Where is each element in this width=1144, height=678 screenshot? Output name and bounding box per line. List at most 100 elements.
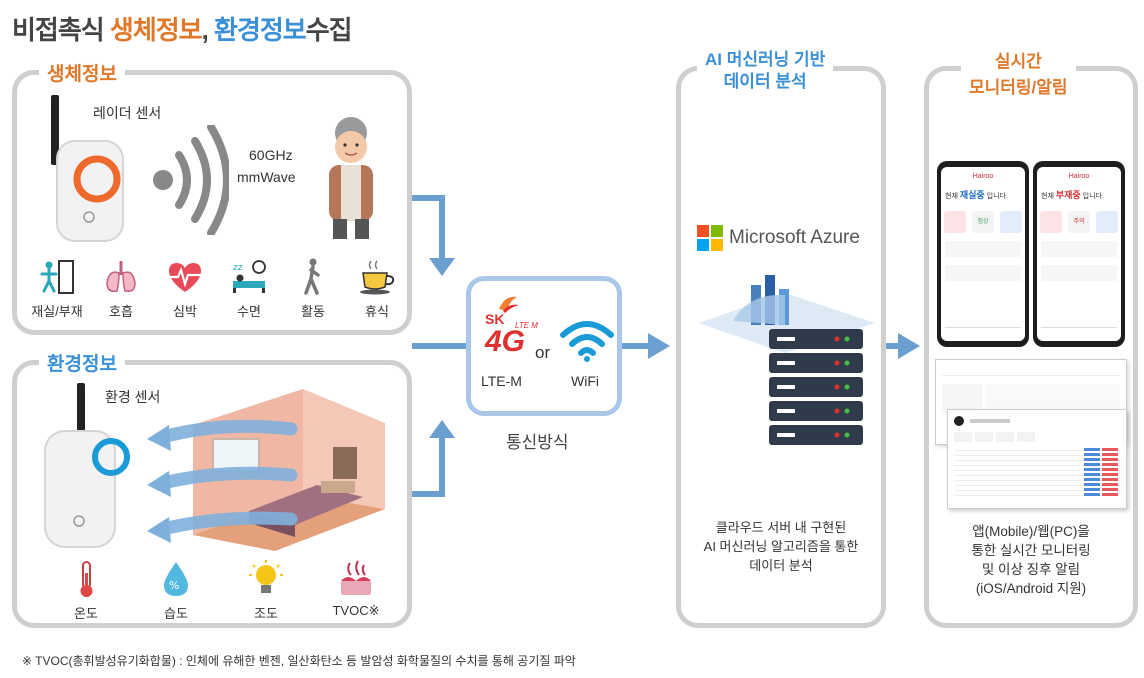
title-part1: 비접촉식	[12, 15, 110, 45]
radar-sensor-label: 레이더 센서	[93, 105, 162, 121]
env-panel-label: 환경정보	[39, 349, 125, 376]
mon-title-line1: 실시간	[994, 52, 1042, 71]
bio-label-presence: 재실/부재	[31, 304, 83, 319]
bio-item-heart: 심박	[153, 257, 217, 320]
bio-label-sleep: 수면	[237, 304, 261, 319]
radar-frequency: 60GHz	[249, 147, 293, 163]
lungs-icon	[106, 261, 136, 293]
env-label-temp: 온도	[74, 606, 98, 621]
ai-panel-title: AI 머신러닝 기반 데이터 분석	[697, 49, 834, 93]
env-item-humidity: % 습도	[131, 559, 221, 622]
mon-title-line2: 모니터링/알림	[969, 78, 1068, 97]
lte-m-superscript: LTE M	[515, 321, 538, 330]
env-sensor-label: 환경 센서	[105, 389, 161, 405]
microsoft-logo-icon	[697, 225, 723, 251]
env-item-temp: 온도	[41, 559, 131, 622]
env-icon-row: 온도 % 습도 조도 TVOC※	[41, 559, 401, 622]
bio-label-rest: 휴식	[365, 304, 389, 319]
wifi-label: WiFi	[571, 373, 599, 389]
4g-text: 4G	[485, 325, 526, 358]
thermometer-icon	[80, 561, 93, 597]
ai-desc-line1: 클라우드 서버 내 구현된	[715, 520, 847, 535]
web-dashboard-2	[947, 409, 1127, 509]
page-title: 비접촉식 생체정보, 환경정보수집	[12, 10, 353, 47]
bio-label-breath: 호흡	[109, 304, 133, 319]
ai-title-line1: AI 머신러닝 기반	[705, 50, 826, 69]
azure-label: Microsoft Azure	[729, 227, 860, 248]
ai-desc-line2: AI 머신러닝 알고리즘을 통한	[703, 538, 859, 554]
door-person-icon	[40, 260, 74, 294]
bio-label-activity: 활동	[301, 304, 325, 319]
arrow-right-icon	[648, 333, 670, 359]
phone1-status: 현재 재실중 입니다.	[945, 190, 1008, 200]
bio-panel: 생체정보 레이더 센서 60GHz mmWave 재실/부재	[12, 59, 412, 335]
ai-title-line2: 데이터 분석	[723, 72, 807, 91]
ai-description: 클라우드 서버 내 구현된 AI 머신러닝 알고리즘을 통한 데이터 분석	[681, 519, 881, 576]
connector-env	[412, 432, 445, 497]
phone2-value: 주의	[1068, 211, 1090, 233]
env-sensor-device	[44, 383, 130, 548]
svg-text:zz: zz	[233, 263, 243, 273]
mon-desc-line2: 통한 실시간 모니터링	[971, 542, 1091, 558]
phone2-status: 현재 부재중 입니다.	[1041, 190, 1104, 200]
env-label-light: 조도	[254, 606, 278, 621]
wifi-icon	[560, 321, 614, 362]
sleep-icon: zz	[233, 260, 266, 293]
title-env: 환경정보	[214, 15, 307, 45]
radar-wave-type: mmWave	[237, 169, 296, 185]
phone2-cards: 주의	[1037, 211, 1121, 233]
monitoring-panel: 실시간 모니터링/알림 Hairoo 현재 재실중 입니다. 정상 Hairoo	[924, 49, 1138, 628]
ai-panel: AI 머신러닝 기반 데이터 분석 Microsoft Azure	[676, 49, 886, 628]
ai-desc-line3: 데이터 분석	[749, 557, 813, 573]
bio-item-activity: 활동	[281, 257, 345, 320]
phone2-app-name: Hairoo	[1068, 173, 1090, 180]
mon-desc-line1: 앱(Mobile)/웹(PC)을	[972, 524, 1090, 539]
radar-wave-icon	[153, 125, 229, 235]
air-flow-arrows	[147, 419, 298, 543]
env-label-tvoc: TVOC※	[332, 603, 380, 618]
radar-sensor-device	[51, 95, 124, 242]
bio-label-heart: 심박	[173, 304, 197, 319]
monitoring-panel-title: 실시간 모니터링/알림	[961, 49, 1076, 101]
server-rack	[769, 329, 863, 445]
bio-panel-label: 생체정보	[39, 59, 125, 86]
mon-desc-line4: (iOS/Android 지원)	[975, 580, 1087, 596]
monitoring-description: 앱(Mobile)/웹(PC)을 통한 실시간 모니터링 및 이상 징후 알림 …	[929, 523, 1133, 599]
comm-box: SK 4G LTE M or LTE-M WiFi	[466, 276, 622, 416]
or-text: or	[535, 343, 551, 362]
env-item-light: 조도	[221, 559, 311, 622]
arrow-down-icon	[429, 258, 455, 276]
heartbeat-icon	[169, 263, 201, 292]
title-comma: ,	[201, 15, 215, 45]
title-bio: 생체정보	[109, 15, 203, 45]
walking-icon	[304, 258, 320, 295]
cloud-server-illustration	[699, 275, 875, 445]
phone-mockup-1: Hairoo 현재 재실중 입니다. 정상	[937, 161, 1029, 347]
phone1-value: 정상	[972, 211, 994, 233]
bio-icon-row: 재실/부재 호흡 심박 zz	[25, 257, 409, 320]
lightbulb-icon	[249, 560, 283, 593]
sk-logo-text: SK	[485, 311, 505, 327]
sk-butterfly-icon	[499, 296, 519, 313]
phone1-app-name: Hairoo	[972, 173, 994, 180]
title-part2: 수집	[305, 15, 353, 45]
elderly-person-illustration	[329, 117, 373, 239]
phone-mockup-2: Hairoo 현재 부재중 입니다. 주의	[1033, 161, 1125, 347]
tea-cup-icon	[360, 260, 395, 295]
bio-item-sleep: zz 수면	[217, 257, 281, 320]
comm-caption: 통신방식	[506, 433, 569, 452]
mon-desc-line3: 및 이상 징후 알림	[981, 561, 1081, 577]
phone1-cards: 정상	[941, 211, 1025, 233]
bio-item-rest: 휴식	[345, 257, 409, 320]
env-item-tvoc: TVOC※	[311, 559, 401, 622]
svg-text:%: %	[169, 579, 179, 592]
footnote: ※ TVOC(총휘발성유기화합물) : 인체에 유해한 벤젠, 일산화탄소 등 …	[22, 654, 576, 668]
lte-label: LTE-M	[481, 373, 522, 389]
arrow-right-icon	[898, 333, 920, 359]
arrow-up-icon	[429, 420, 455, 438]
bio-item-presence: 재실/부재	[25, 257, 89, 320]
bio-item-breath: 호흡	[89, 257, 153, 320]
humidity-icon: %	[164, 562, 188, 596]
env-panel: 환경정보 환경 센서 온도	[12, 349, 412, 628]
